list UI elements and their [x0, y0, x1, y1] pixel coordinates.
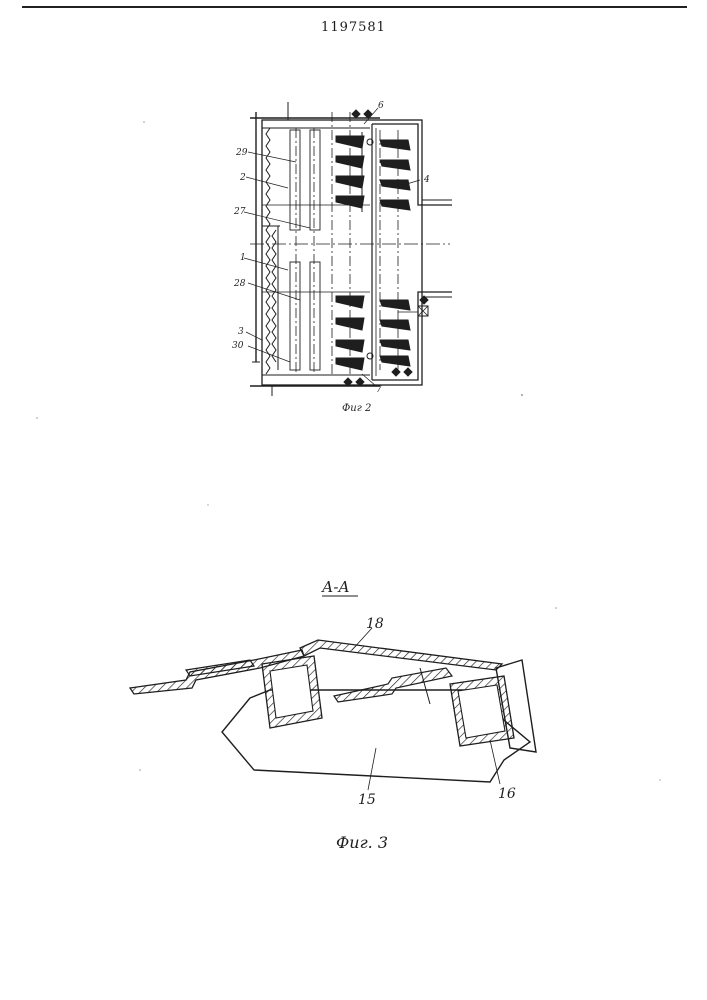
fig3-top-plate-18 — [300, 640, 502, 670]
fig2-label-7: 7 — [376, 385, 382, 395]
fig3-label-18: 18 — [366, 616, 384, 632]
fig2-label-30: 30 — [232, 341, 244, 351]
fig2-label-6: 6 — [378, 101, 384, 111]
fig2-label-4: 4 — [423, 175, 430, 185]
fig3-label-16: 16 — [498, 786, 516, 802]
fig3-caption: Фиг. 3 — [336, 833, 388, 852]
fig2-sawtooth-edge — [266, 128, 270, 374]
fig2-label-27: 27 — [233, 207, 246, 217]
fig3-inner-arm — [334, 668, 452, 702]
scan-specks — [36, 121, 661, 781]
fig2-label-3: 3 — [238, 327, 244, 337]
fig3-right-tube-16 — [450, 676, 514, 746]
fig2-caption: Фиг 2 — [342, 403, 371, 414]
figure-2-drawing: 29 2 27 1 28 3 30 6 4 7 Фиг 2 — [232, 101, 452, 414]
fig3-left-tube — [262, 656, 322, 728]
figure-3-drawing: А-А 18 15 16 Фи — [130, 578, 536, 852]
fig3-label-15: 15 — [358, 792, 376, 808]
fig3-section-title: А-А — [321, 578, 350, 596]
fig2-label-1: 1 — [240, 253, 246, 263]
fig2-label-28: 28 — [233, 279, 246, 289]
fig2-label-2: 2 — [239, 173, 246, 183]
fig2-label-29: 29 — [235, 148, 248, 158]
